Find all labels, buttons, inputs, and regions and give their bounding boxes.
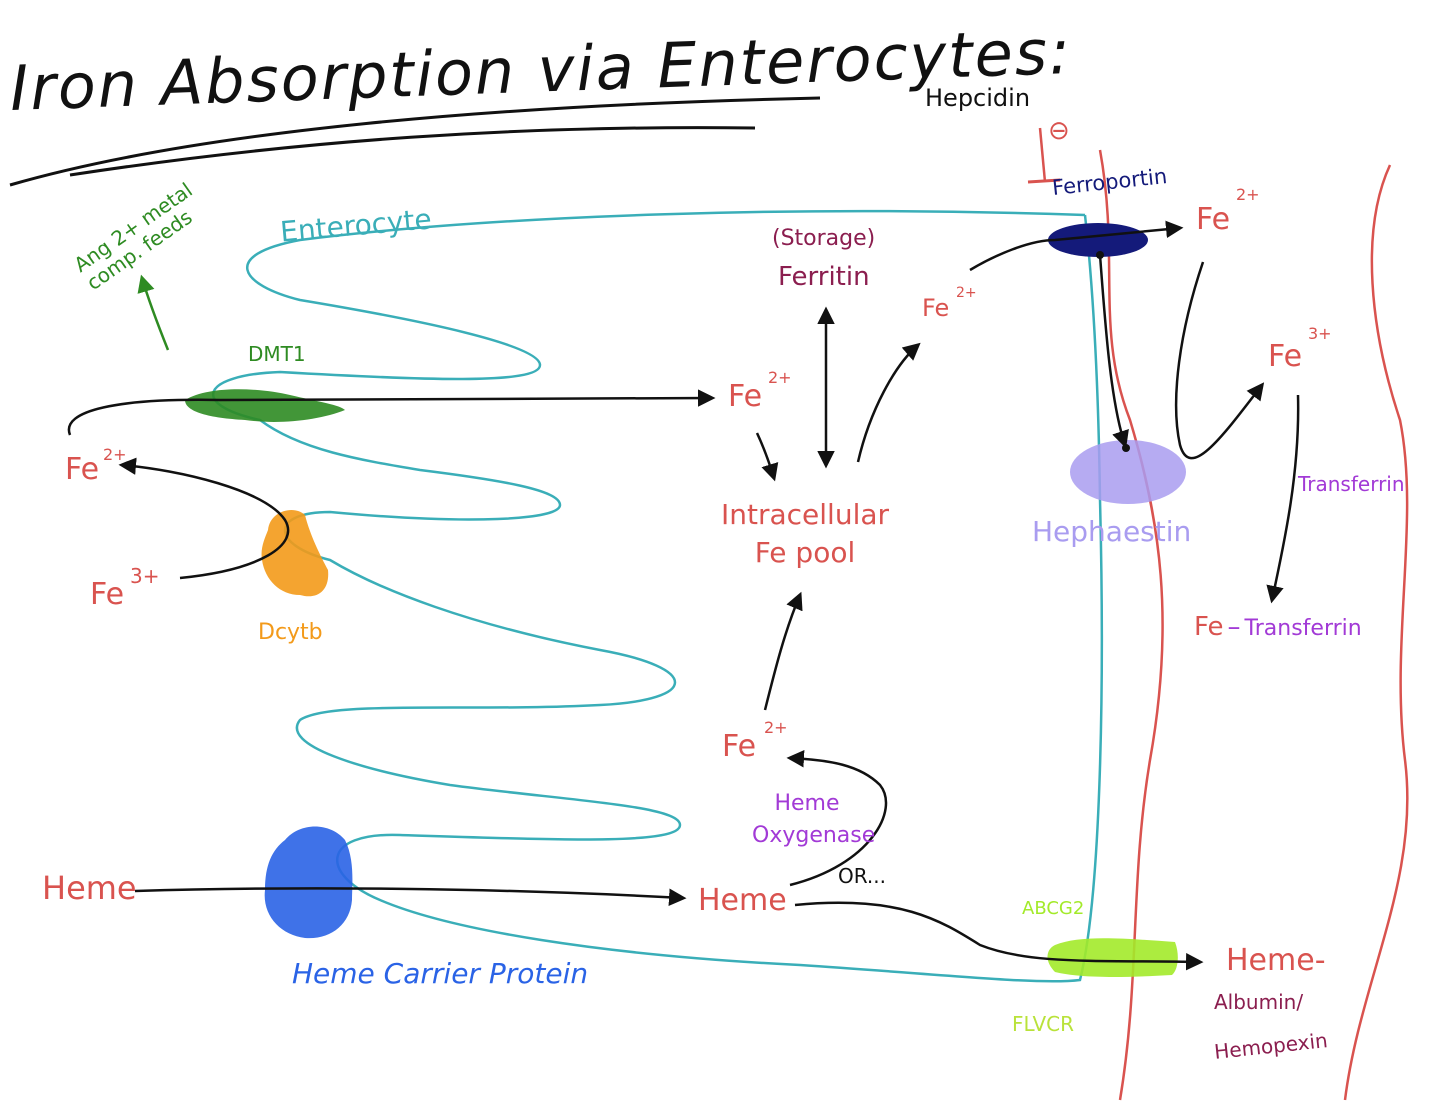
dmt1-label: DMT1	[248, 342, 306, 366]
ion-fe2-blood: Fe 2+	[1196, 187, 1260, 237]
ion-symbol: Fe	[722, 729, 757, 764]
vessel-wall-left	[1098, 149, 1164, 1101]
heme-albumin-label-1: Heme-	[1226, 943, 1326, 978]
hepcidin-label: Hepcidin	[925, 84, 1031, 112]
ion-charge: 2+	[1236, 185, 1260, 204]
ion-symbol: Fe	[1268, 339, 1303, 374]
hephaestin-label: Hephaestin	[1032, 515, 1192, 548]
arrow-pool-to-fe2-upper	[856, 342, 921, 463]
dmt1-transporter	[185, 389, 345, 422]
heme-lumen-label: Heme	[42, 869, 137, 907]
hepcidin-inhibit-sign: ⊖	[1048, 116, 1070, 146]
title-underline-1	[9, 96, 821, 187]
dcytb-transporter	[261, 510, 329, 597]
fe-transferrin-label: Fe – Transferrin	[1194, 614, 1362, 640]
ion-fe2-dmt1: Fe 2+	[728, 370, 792, 414]
ion-symbol: Fe	[90, 577, 125, 612]
arrow-heme-fe2-to-pool	[763, 591, 803, 711]
ion-charge: 2+	[768, 368, 792, 387]
arrow-fe2-through-hephaestin	[1174, 261, 1265, 460]
ion-symbol: Fe	[728, 379, 763, 414]
ion-symbol: Fe	[1196, 202, 1231, 237]
ion-charge: 2+	[956, 285, 977, 301]
heme-intracellular-label: Heme	[698, 883, 787, 918]
title-underline-2	[69, 126, 756, 177]
hepcidin-inhibit-line	[1038, 127, 1047, 183]
arrow-fe2-to-pool	[755, 432, 779, 482]
ion-charge: 2+	[103, 445, 127, 464]
ion-fe3-lumen: Fe 3+	[90, 566, 159, 612]
arrow-ferroportin-to-hephaestin	[1098, 254, 1129, 449]
hepcidin-inhibit-bar	[1027, 178, 1061, 184]
ion-symbol: Fe	[922, 294, 950, 322]
heme-carrier-label: Heme Carrier Protein	[292, 957, 589, 990]
abcg2-transporter	[1047, 938, 1178, 977]
arrow-heme-oxygenase	[786, 749, 888, 887]
flvcr-label: FLVCR	[1012, 1012, 1074, 1036]
hephaestin-enzyme	[1070, 440, 1186, 504]
ion-charge: 2+	[764, 718, 788, 737]
ion-charge: 3+	[1308, 324, 1332, 343]
dcytb-label: Dcytb	[258, 620, 323, 645]
ion-fe2-lumen: Fe 2+	[65, 447, 127, 487]
ferritin-label: Ferritin	[778, 262, 870, 292]
intracellular-pool-label: Intracellular Fe pool	[720, 498, 890, 569]
arrow-heme-to-abcg2	[794, 901, 1204, 971]
arrow-fe3-to-fe2	[118, 457, 290, 580]
arrow-fe2-to-ferroportin	[969, 220, 1184, 272]
ion-symbol: Fe	[65, 452, 100, 487]
enterocyte-membrane	[212, 209, 1104, 983]
heme-oxygenase-label: Heme Oxygenase	[752, 791, 876, 848]
ion-fe3-blood: Fe 3+	[1268, 326, 1332, 374]
fe-transferrin-fe: Fe	[1194, 612, 1224, 642]
note-arrow	[137, 274, 170, 351]
ferroportin-transporter	[1048, 223, 1148, 257]
heme-carrier-protein	[264, 826, 353, 939]
ion-charge: 3+	[130, 564, 160, 588]
transferrin-label: Transferrin	[1298, 472, 1405, 496]
or-label: OR...	[838, 864, 886, 888]
arrow-fe3-to-transferrin	[1266, 394, 1300, 604]
vessel-wall-right	[1343, 164, 1409, 1101]
hephaestin-dot	[1122, 444, 1130, 452]
heme-albumin-label-2: Albumin/	[1214, 990, 1304, 1014]
fe-transferrin-tf: Transferrin	[1244, 616, 1362, 641]
fe-transferrin-dash: –	[1227, 612, 1241, 642]
ion-fe2-to-ferroportin: Fe 2+	[922, 286, 977, 322]
abcg2-label: ABCG2	[1022, 898, 1085, 919]
arrow-heme-through-carrier	[134, 887, 687, 906]
arrow-fe2-through-dmt1	[67, 389, 716, 436]
ferroportin-dot	[1096, 251, 1104, 259]
ion-fe2-heme: Fe 2+	[722, 720, 788, 764]
storage-label: (Storage)	[772, 226, 876, 251]
